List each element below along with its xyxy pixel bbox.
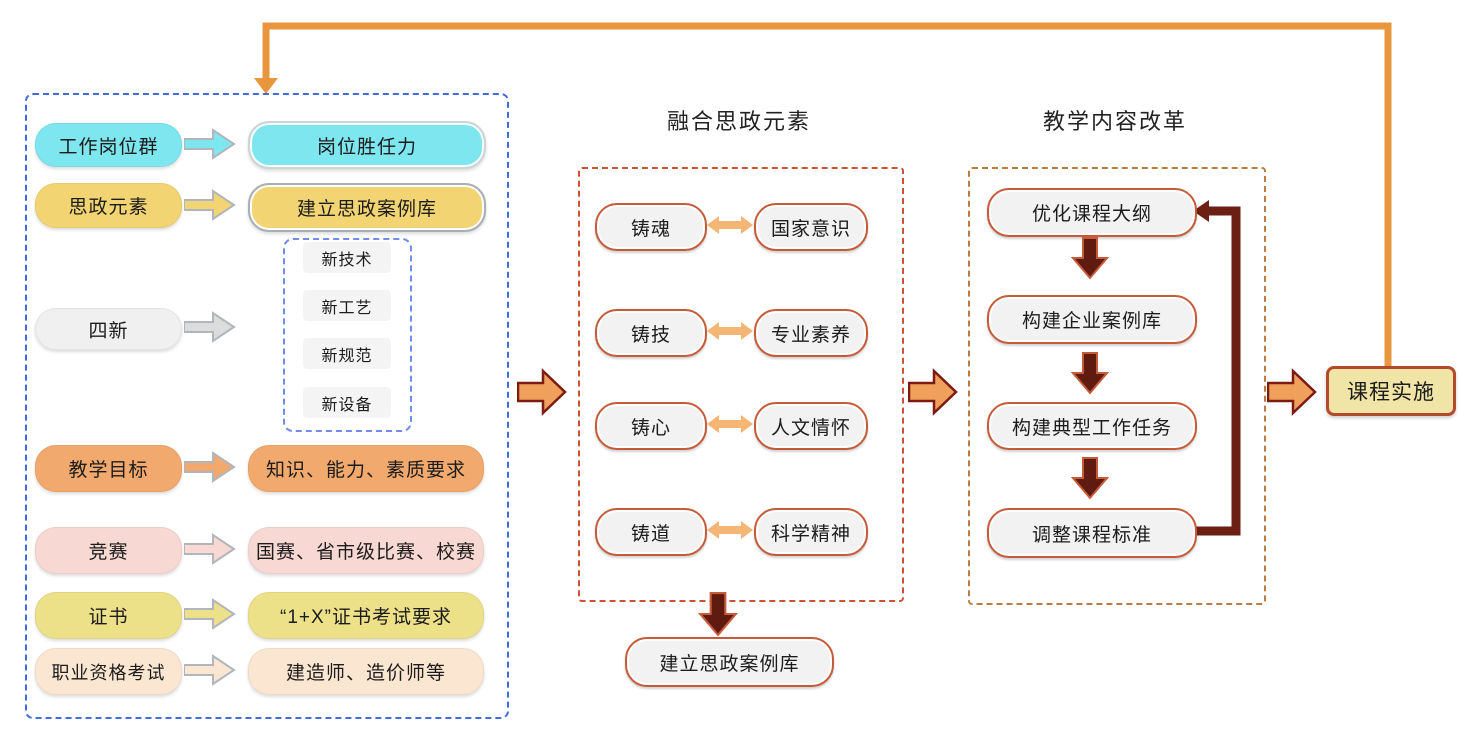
pill-knowledge-ability: 知识、能力、素质要求 (248, 445, 484, 492)
double-arrow-icon (707, 521, 753, 539)
middle-panel-title: 融合思政元素 (666, 109, 811, 134)
pill-adjust-course-standards: 调整课程标准 (987, 508, 1197, 558)
pill-competitions: 竞赛 (35, 527, 182, 574)
double-arrow-icon (707, 216, 753, 234)
arrow-down-icon (1071, 352, 1109, 395)
arrow-right-icon (1267, 368, 1317, 416)
arrow-down-icon (1071, 237, 1109, 280)
arrow-right-icon (184, 598, 236, 630)
pill-work-posts: 工作岗位群 (35, 123, 182, 167)
pill-national-awareness: 国家意识 (754, 203, 868, 251)
right-panel-title: 教学内容改革 (1042, 109, 1187, 134)
pill-forge-way: 铸道 (595, 508, 707, 556)
pill-optimize-syllabus: 优化课程大纲 (987, 188, 1197, 237)
four-new-item: 新技术 (303, 242, 391, 273)
arrow-down-icon (1071, 457, 1109, 500)
pill-enterprise-case-library: 构建企业案例库 (987, 295, 1197, 344)
pill-1x-certificate: “1+X”证书考试要求 (248, 592, 484, 639)
pill-four-new: 四新 (35, 308, 182, 350)
pill-forge-skill: 铸技 (595, 309, 707, 357)
four-new-item: 新规范 (303, 338, 391, 369)
double-arrow-icon (707, 415, 753, 433)
pill-scientific-spirit: 科学精神 (754, 508, 868, 556)
arrow-right-icon (517, 368, 567, 416)
arrow-down-icon (254, 78, 278, 94)
arrow-right-icon (184, 189, 236, 221)
pill-certificates: 证书 (35, 592, 182, 639)
course-implementation-box: 课程实施 (1326, 366, 1456, 416)
pill-ideology-case-library: 建立思政案例库 (248, 183, 486, 232)
pill-humanistic-care: 人文情怀 (754, 402, 868, 450)
double-arrow-icon (707, 322, 753, 340)
pill-forge-soul: 铸魂 (595, 203, 707, 251)
four-new-item: 新工艺 (303, 290, 391, 321)
pill-vocational-exam: 职业资格考试 (35, 648, 182, 695)
arrow-right-icon (184, 451, 236, 483)
pill-typical-work-tasks: 构建典型工作任务 (987, 402, 1197, 450)
pill-forge-heart: 铸心 (595, 402, 707, 450)
arrow-down-icon (697, 592, 739, 637)
pill-build-ideology-case-library: 建立思政案例库 (625, 637, 834, 687)
pill-competition-levels: 国赛、省市级比赛、校赛 (248, 527, 484, 574)
arrow-right-icon (184, 654, 236, 686)
four-new-item: 新设备 (303, 387, 391, 418)
arrow-right-icon (184, 311, 236, 343)
arrow-right-icon (908, 368, 958, 416)
pill-professional-quality: 专业素养 (754, 309, 868, 357)
arrow-right-icon (184, 128, 236, 160)
pill-post-competency: 岗位胜任力 (248, 121, 486, 169)
pill-ideology-elements: 思政元素 (35, 183, 182, 228)
pill-teaching-goals: 教学目标 (35, 445, 182, 492)
pill-constructor-cost: 建造师、造价师等 (248, 648, 484, 695)
arrow-right-icon (184, 533, 236, 565)
